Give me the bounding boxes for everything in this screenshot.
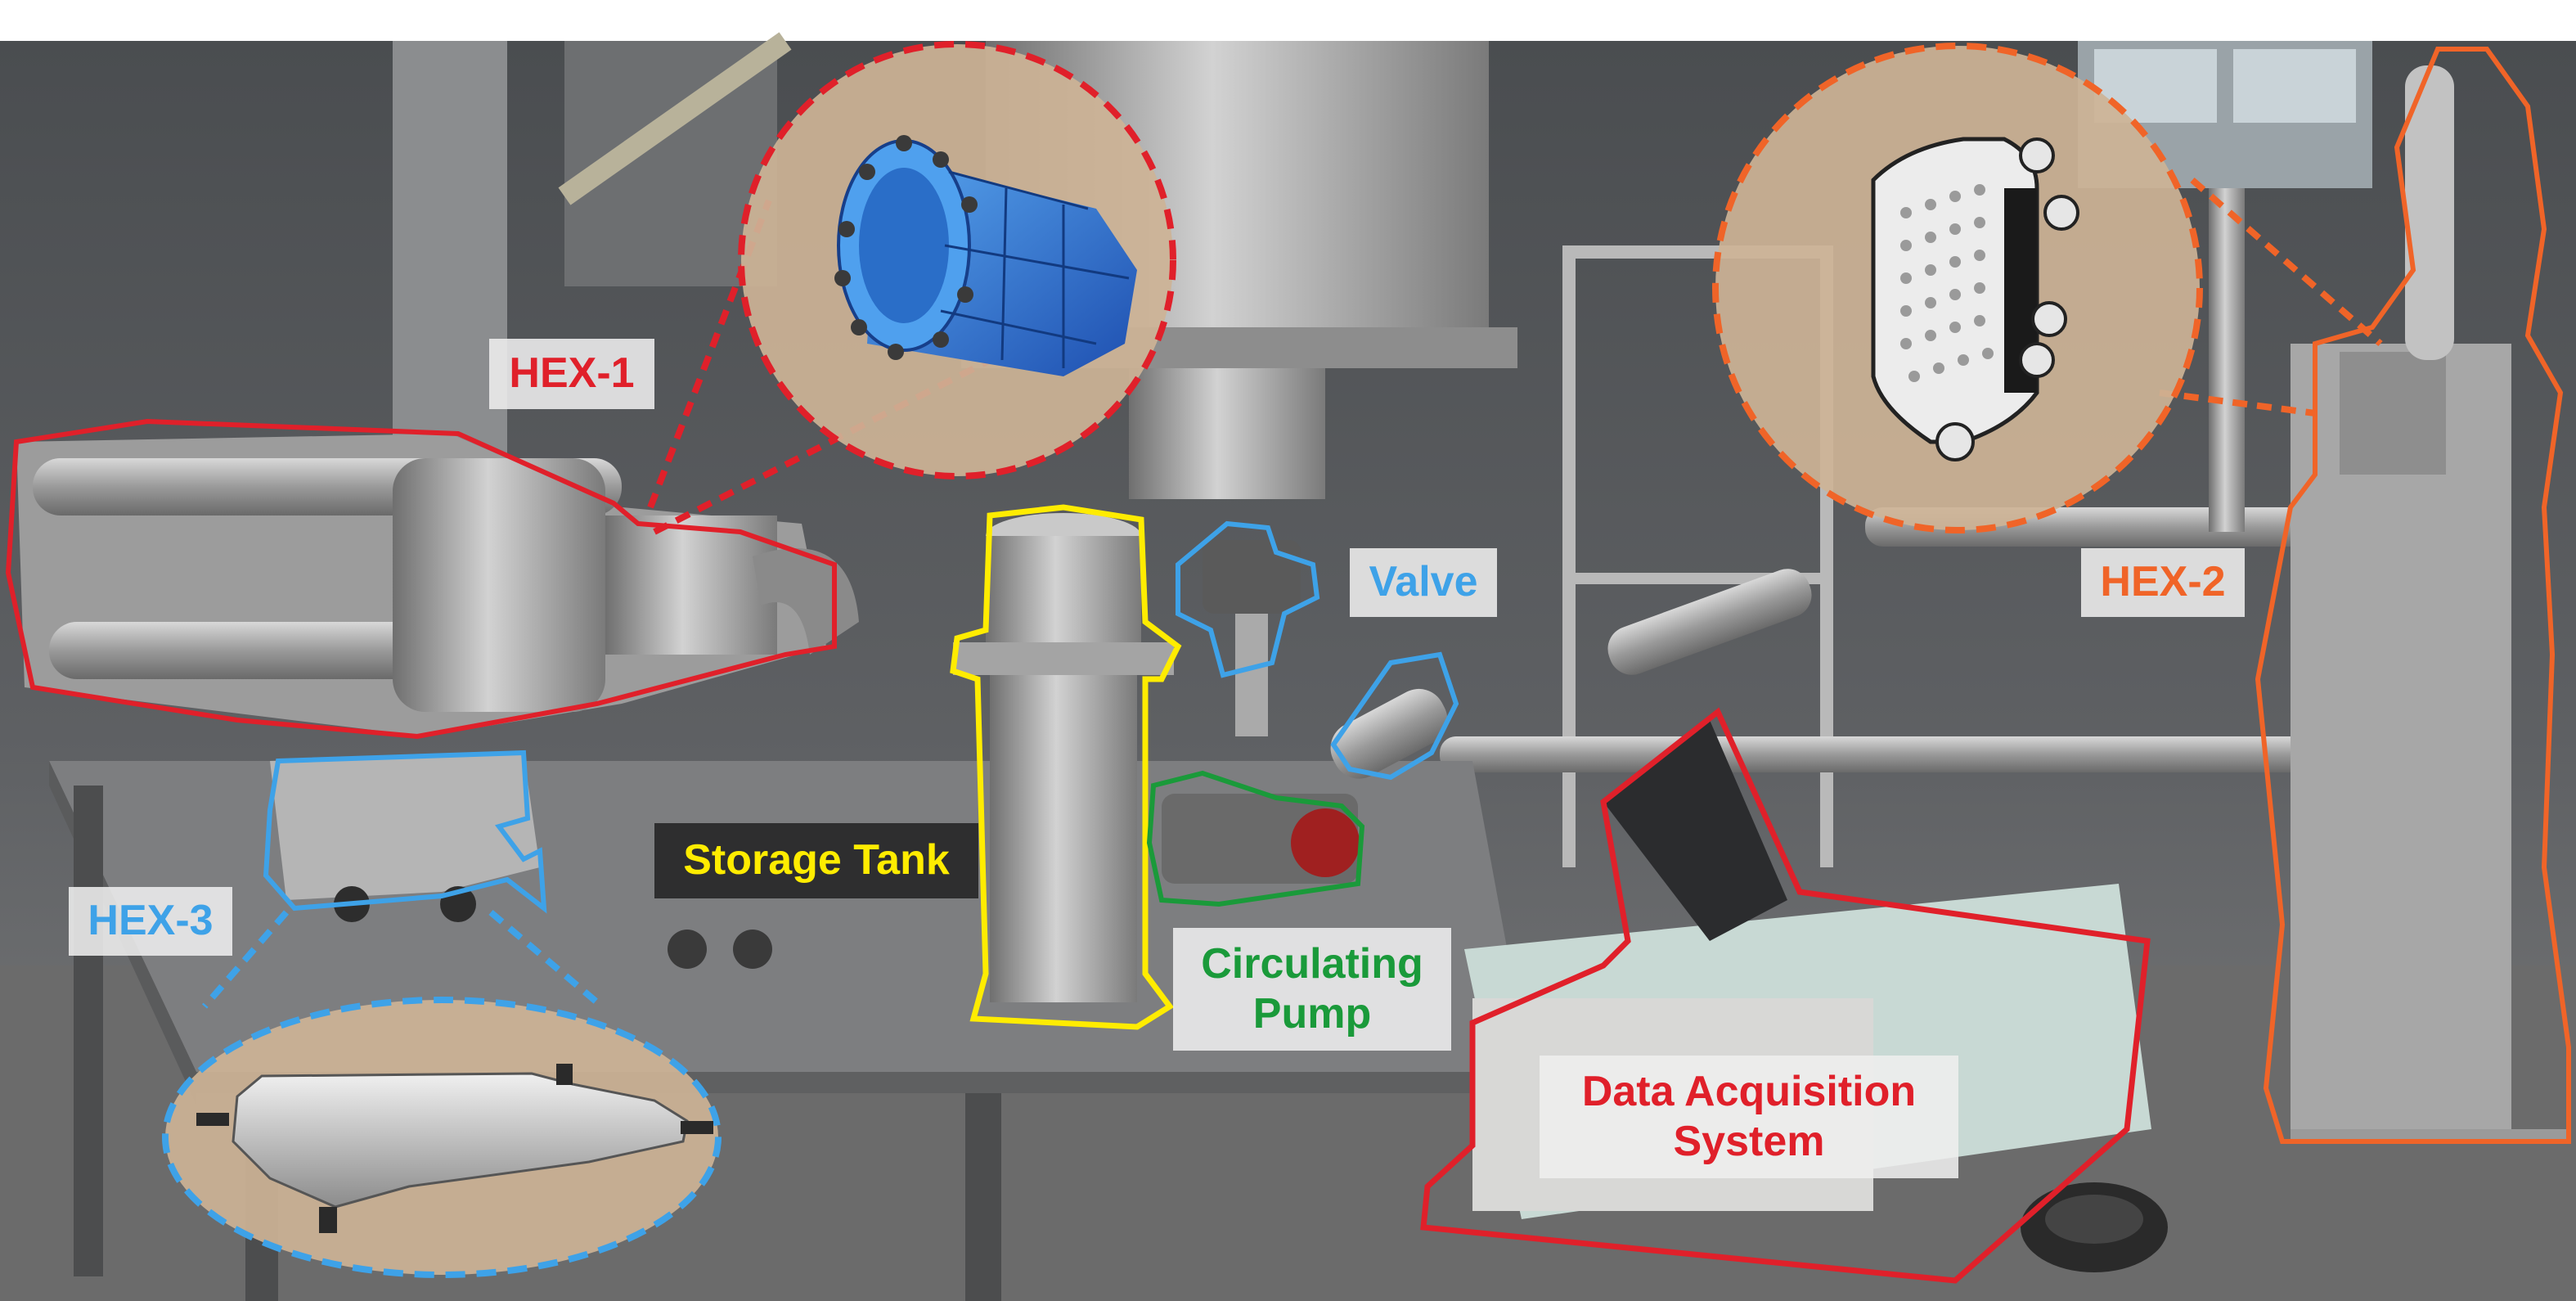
- hex2-inset: [1712, 43, 2203, 533]
- valve-outline-actuator: [1176, 520, 1320, 678]
- storage-tank-label: Storage Tank: [654, 823, 978, 898]
- hex2-connector-1: [2190, 177, 2383, 347]
- pump-outline: [1146, 770, 1365, 907]
- hex2-label: HEX-2: [2081, 548, 2245, 617]
- hex3-inset: [162, 997, 722, 1278]
- hex1-label: HEX-1: [489, 339, 654, 409]
- valve-outline-body: [1330, 651, 1459, 781]
- hex3-connector-1: [201, 910, 290, 1009]
- storage-tank-outline: [950, 504, 1182, 1030]
- valve-label: Valve: [1350, 548, 1497, 617]
- circulating-pump-label: Circulating Pump: [1173, 928, 1451, 1051]
- hex2-connector-2: [2159, 389, 2316, 416]
- data-acquisition-label: Data Acquisition System: [1540, 1056, 1958, 1178]
- hex1-inset: [738, 41, 1176, 479]
- data-acquisition-outline: [1420, 707, 2151, 1284]
- hex1-outline: [5, 418, 837, 740]
- hex3-label: HEX-3: [69, 887, 232, 956]
- hex3-outline: [263, 750, 547, 914]
- hex2-outline: [2255, 47, 2571, 1144]
